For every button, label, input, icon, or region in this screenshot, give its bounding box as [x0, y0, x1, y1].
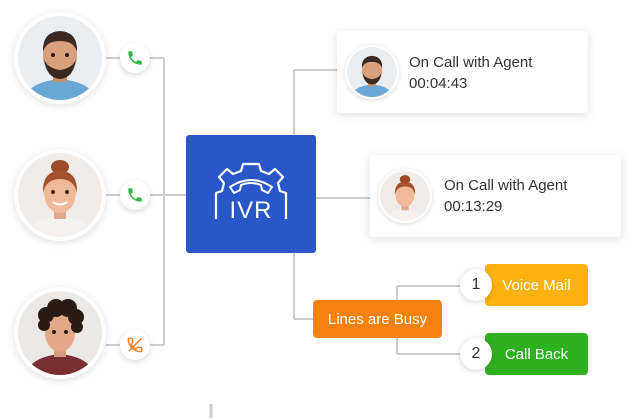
agent-call-1-status: On Call with Agent: [409, 54, 533, 71]
phone-icon: [128, 188, 142, 202]
agent-call-2-duration: 00:13:29: [444, 198, 503, 215]
option-2-number: 2: [460, 338, 492, 370]
caller-3-call-badge: [120, 330, 150, 360]
caller-3-avatar: [14, 287, 106, 379]
phone-missed-icon: [127, 337, 143, 353]
phone-icon: [128, 51, 142, 65]
agent-call-2-status: On Call with Agent: [444, 177, 568, 194]
agent-call-2-avatar: [378, 169, 432, 223]
agent-call-card-2: On Call with Agent 00:13:29: [370, 155, 621, 237]
caller-1-call-badge: [120, 43, 150, 73]
ivr-node: IVR: [186, 135, 316, 253]
lines-busy-badge: Lines are Busy: [313, 300, 442, 338]
caller-2-avatar: [14, 149, 106, 241]
caller-1-avatar: [14, 12, 106, 104]
ivr-label: IVR: [229, 197, 273, 224]
man-bearded-portrait: [347, 47, 397, 97]
gear-phone-icon: [214, 162, 288, 219]
man-curly-hair-portrait: [18, 291, 102, 375]
voice-mail-button[interactable]: Voice Mail: [485, 264, 588, 306]
agent-call-1-avatar: [345, 45, 399, 99]
woman-redhead-portrait: [380, 171, 430, 221]
agent-call-1-duration: 00:04:43: [409, 75, 468, 92]
caller-2-call-badge: [120, 180, 150, 210]
man-bearded-portrait: [18, 16, 102, 100]
agent-call-card-1: On Call with Agent 00:04:43: [337, 31, 588, 113]
call-back-button[interactable]: Call Back: [485, 333, 588, 375]
option-1-number: 1: [460, 269, 492, 301]
woman-redhead-portrait: [18, 153, 102, 237]
